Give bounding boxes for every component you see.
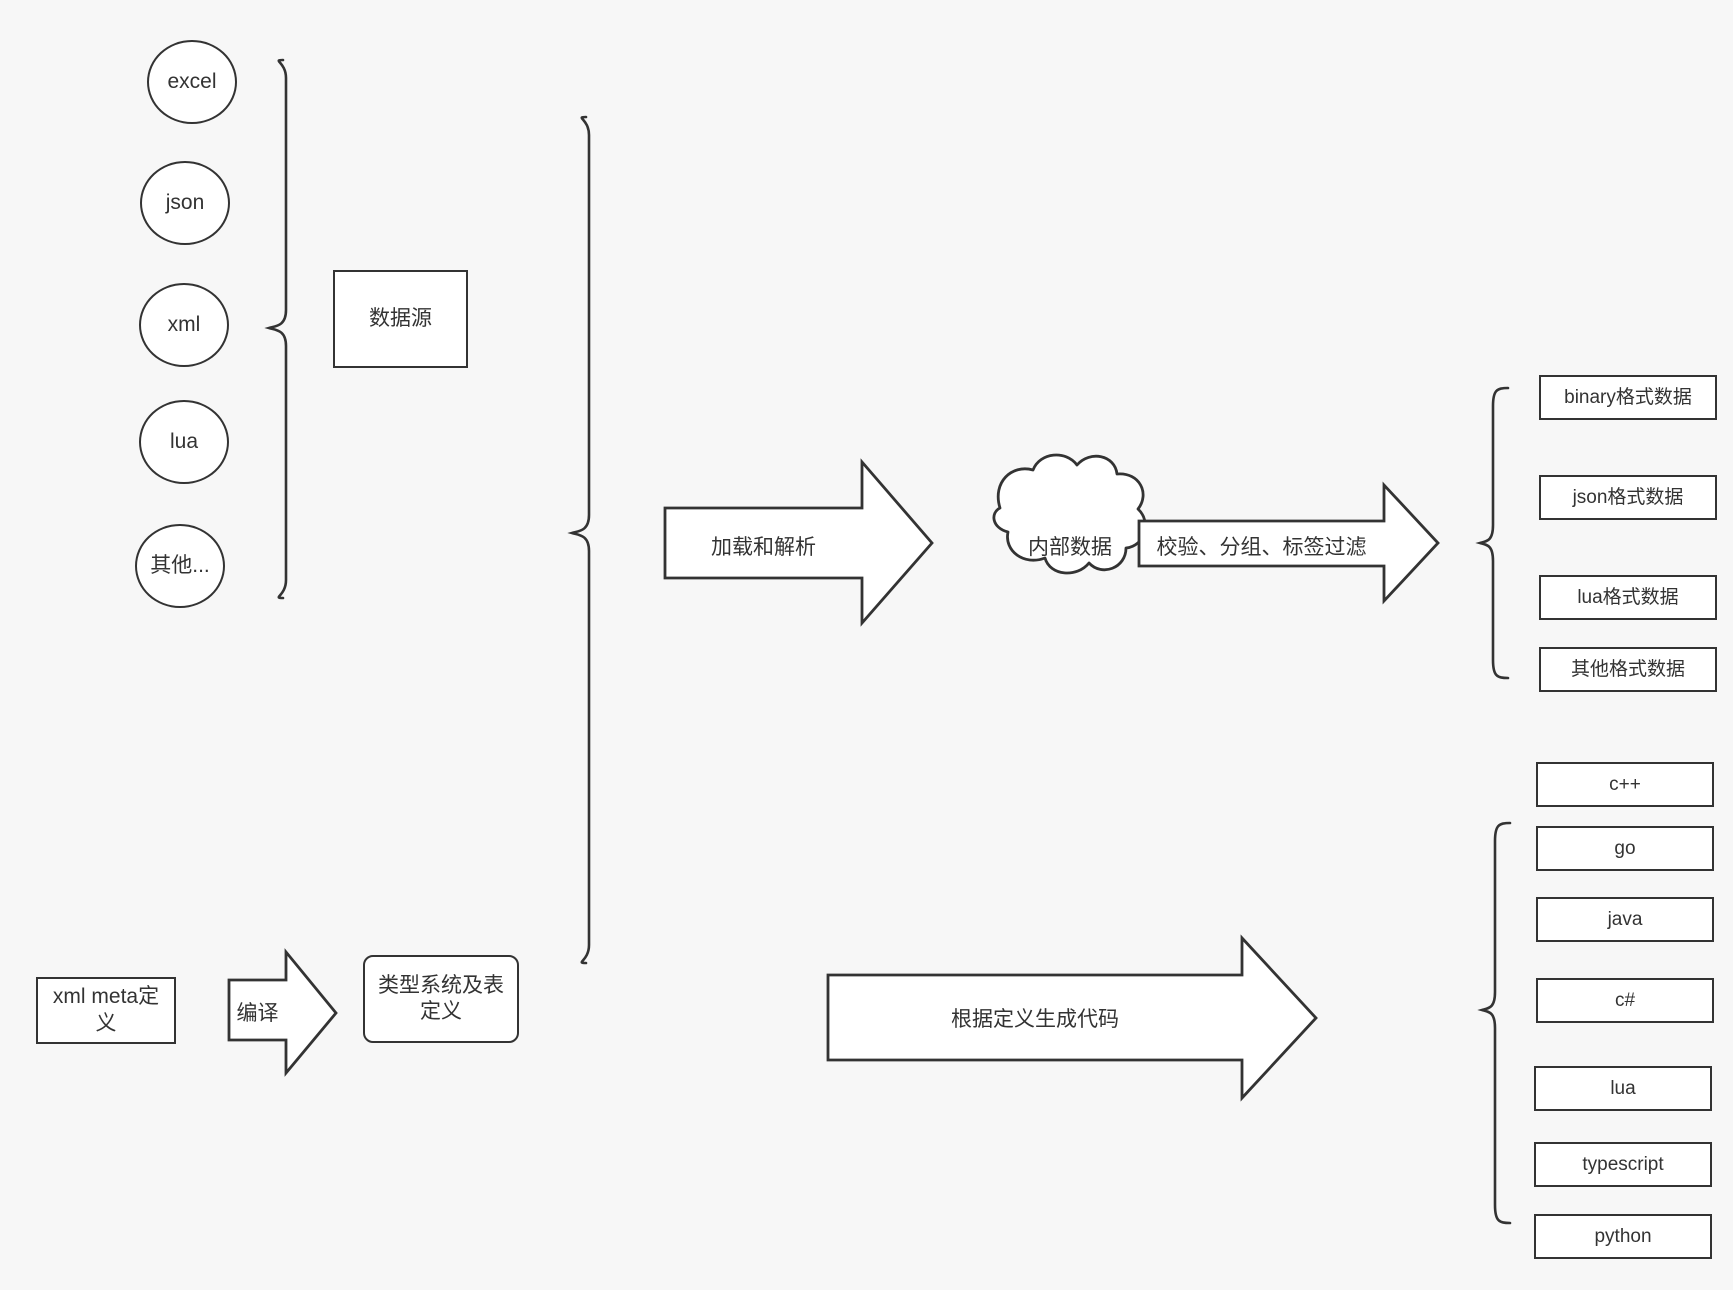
compile-arrow-label: 编译: [236, 1002, 279, 1025]
target-language-label: c#: [1614, 989, 1636, 1011]
load-parse-arrow: [663, 458, 934, 627]
codegen-arrow-label: 根据定义生成代码: [951, 1008, 1119, 1031]
output-format-lua[interactable]: lua格式数据: [1539, 575, 1717, 620]
source-node-lua[interactable]: lua: [139, 400, 229, 484]
sources-brace: [264, 58, 288, 600]
target-language-go[interactable]: go: [1536, 826, 1714, 871]
source-node-xml[interactable]: xml: [139, 283, 229, 367]
source-label: lua: [169, 429, 199, 453]
target-language-label: python: [1594, 1225, 1652, 1247]
source-node-json[interactable]: json: [140, 161, 230, 245]
target-language-label: go: [1614, 837, 1636, 859]
target-language-label: java: [1607, 908, 1643, 930]
source-node-other[interactable]: 其他...: [135, 524, 225, 608]
target-language-lua[interactable]: lua: [1534, 1066, 1712, 1111]
target-language-java[interactable]: java: [1536, 897, 1714, 942]
inputs-brace: [567, 115, 591, 965]
languages-brace: [1477, 821, 1512, 1225]
source-label: json: [165, 190, 205, 214]
output-format-label: json格式数据: [1572, 486, 1684, 508]
output-format-other[interactable]: 其他格式数据: [1539, 647, 1717, 692]
target-language-csharp[interactable]: c#: [1536, 978, 1714, 1023]
internal-data-cloud: [992, 453, 1147, 575]
output-format-label: binary格式数据: [1564, 386, 1692, 408]
type-system-label: 类型系统及表 定义: [378, 973, 504, 1023]
source-node-excel[interactable]: excel: [147, 40, 237, 124]
compile-arrow: [227, 948, 338, 1077]
formats-brace: [1475, 386, 1510, 680]
target-language-cpp[interactable]: c++: [1536, 762, 1714, 807]
source-label: excel: [167, 69, 217, 93]
source-label: xml: [167, 312, 201, 336]
target-language-typescript[interactable]: typescript: [1534, 1142, 1712, 1187]
output-format-label: lua格式数据: [1577, 586, 1679, 608]
xml-meta-definition-label: xml meta定义: [52, 985, 160, 1035]
load-parse-arrow-label: 加载和解析: [711, 536, 816, 559]
output-format-binary[interactable]: binary格式数据: [1539, 375, 1717, 420]
source-label: 其他...: [150, 553, 210, 577]
target-language-label: lua: [1610, 1077, 1636, 1099]
data-source-group-label: 数据源: [369, 306, 432, 330]
output-format-json[interactable]: json格式数据: [1539, 475, 1717, 520]
target-language-label: typescript: [1582, 1153, 1664, 1175]
codegen-arrow: [826, 934, 1318, 1102]
target-language-python[interactable]: python: [1534, 1214, 1712, 1259]
filter-arrow: [1137, 481, 1440, 605]
filter-arrow-label: 校验、分组、标签过滤: [1156, 536, 1367, 559]
type-system-box[interactable]: 类型系统及表 定义: [363, 955, 519, 1043]
output-format-label: 其他格式数据: [1570, 658, 1685, 680]
data-source-group-box[interactable]: 数据源: [333, 270, 468, 368]
xml-meta-definition-box[interactable]: xml meta定义: [36, 977, 176, 1044]
target-language-label: c++: [1609, 773, 1641, 795]
internal-data-label: 内部数据: [1028, 536, 1112, 559]
